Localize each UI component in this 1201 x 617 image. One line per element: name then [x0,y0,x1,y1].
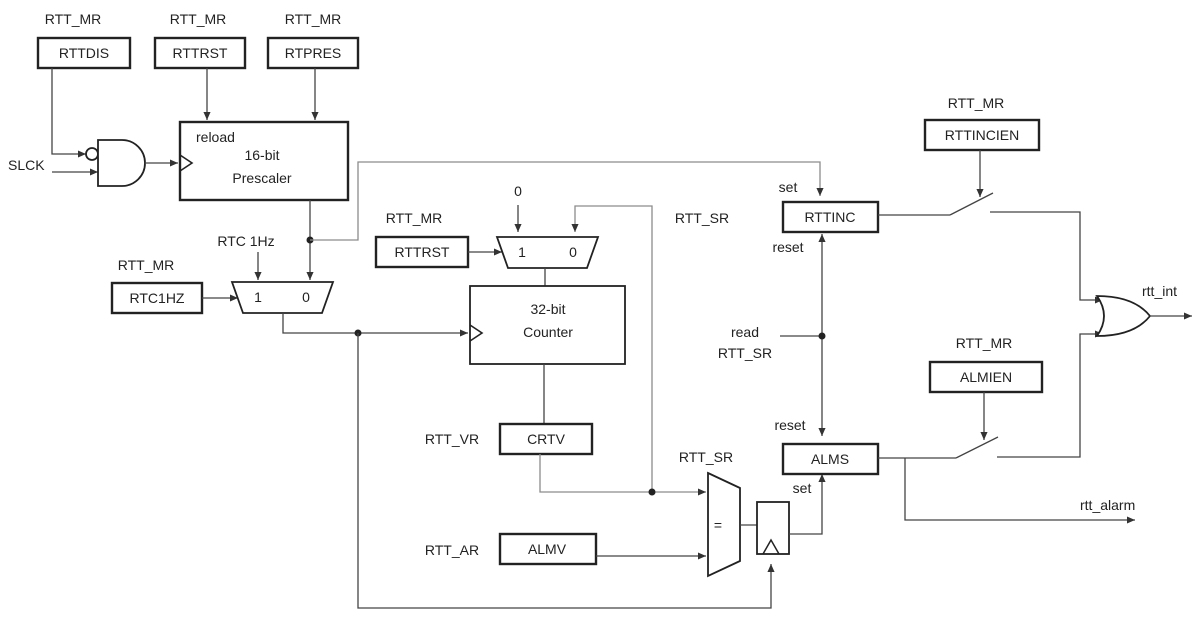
ff-clock-triangle [762,538,780,555]
prescaler-reload-label: reload [196,129,235,145]
rttdis-group-label: RTT_MR [45,11,102,27]
read-label-1: read [731,324,759,340]
prescaler-clock-triangle [179,154,194,172]
almien-group-label: RTT_MR [956,335,1013,351]
rtpres-group-label: RTT_MR [285,11,342,27]
rttrst1-group-label: RTT_MR [170,11,227,27]
rttrst2-group-label: RTT_MR [386,210,443,226]
rttinc-set-label: set [779,179,798,195]
slck-label: SLCK [8,157,45,173]
prescaler-line1: 16-bit [244,147,279,163]
rtt-alarm-wire [904,458,1135,524]
almv-register-label: ALMV [528,541,567,557]
rtc1hz-register-label: RTC1HZ [130,290,185,306]
clock-mux-in1: 1 [254,289,262,305]
crtv-register-label: CRTV [527,431,566,447]
counter-block [469,285,626,365]
counter-mux-top-input: 0 [514,183,522,199]
prescaler-block [178,120,350,202]
rttrst2-register-label: RTTRST [395,244,450,260]
almv-group-label: RTT_AR [425,542,479,558]
prescaler-line2: Prescaler [232,170,291,186]
counter-mux-in0: 0 [569,244,577,260]
almien-register [928,360,1044,394]
rttincien-register-label: RTTINCIEN [945,127,1019,143]
clock-out-wire [282,313,468,337]
comparator-symbol: = [714,517,722,533]
counter-mux-in1: 1 [518,244,526,260]
clock-mux [230,281,335,314]
rtt-sr-comparator-label: RTT_SR [679,449,733,465]
crtv-junction [648,488,656,496]
flip-flop [756,501,790,555]
rttrst2-register [374,235,470,269]
rtpres-register-label: RTPRES [285,45,342,61]
rttinc-switch-blade [949,192,994,216]
comparator [707,471,741,578]
rtc1hz-group-label: RTT_MR [118,257,175,273]
counter-clock-triangle [469,324,484,342]
rttinc-group-label: RTT_SR [675,210,729,226]
clock-to-ff-wire [357,333,775,609]
read-label-2: RTT_SR [718,345,772,361]
rttinc-switch-out [990,211,1103,304]
almien-register-label: ALMIEN [960,369,1012,385]
alms-reset-label: reset [774,417,805,433]
counter-mux [495,236,600,269]
rtt-alarm-label: rtt_alarm [1080,497,1135,513]
alms-register [781,442,880,476]
alms-set-label: set [793,480,812,496]
alms-switch-blade [955,436,999,459]
rtpres-register [266,36,360,70]
inverter-bubble [85,147,99,161]
ff-to-alms-wire [789,474,826,535]
counter-line2: Counter [523,324,573,340]
rttrst1-register [153,36,247,70]
rtc1hz-register [110,281,204,315]
rttinc-reset-label: reset [772,239,803,255]
counter-line1: 32-bit [530,301,565,317]
or-gate [1095,295,1152,337]
rttinc-register-label: RTTINC [804,209,855,225]
counter-feedback-wire [571,205,653,492]
and-gate [97,139,146,187]
rttdis-wire [51,68,86,158]
rttincien-register [923,118,1041,152]
rttincien-group-label: RTT_MR [948,95,1005,111]
clock-mux-in0: 0 [302,289,310,305]
crtv-group-label: RTT_VR [425,431,479,447]
read-junction [818,332,826,340]
rtt-int-label: rtt_int [1142,283,1177,299]
rttinc-set-wire [310,161,824,241]
almv-register [498,532,598,566]
rtc1hz-input-label: RTC 1Hz [217,233,274,249]
rttdis-register [36,36,132,70]
alms-register-label: ALMS [811,451,849,467]
rttrst1-register-label: RTTRST [173,45,228,61]
alms-switch-out [997,330,1103,458]
rttdis-register-label: RTTDIS [59,45,109,61]
rttinc-register [781,200,880,234]
crtv-register [498,422,594,456]
